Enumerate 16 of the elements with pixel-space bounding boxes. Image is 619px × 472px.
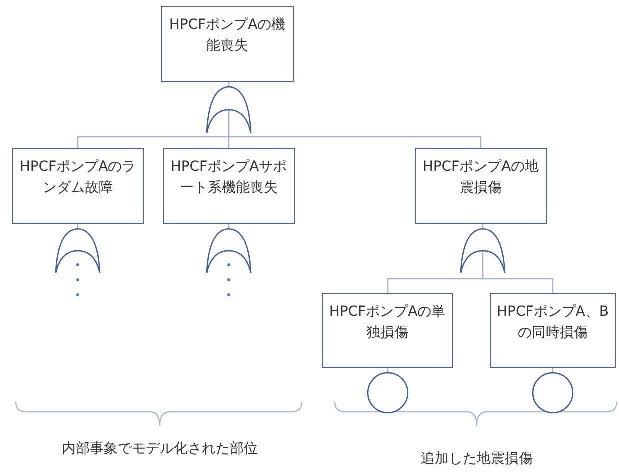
or-gate xyxy=(460,228,506,274)
or-gate xyxy=(55,228,101,274)
group-label: 追加した地震損傷 xyxy=(421,450,533,468)
basic-event-circle xyxy=(532,372,574,414)
connector-line xyxy=(228,110,482,148)
basic-event-circle xyxy=(367,372,409,414)
event-box: HPCFポンプAの単独損傷 xyxy=(322,293,453,368)
or-gate xyxy=(206,86,252,134)
event-box: HPCFポンプAのランダム故障 xyxy=(12,148,144,224)
event-box: HPCFポンプA、Bの同時損傷 xyxy=(490,293,616,368)
event-box: HPCFポンプAの地震損傷 xyxy=(415,148,547,224)
event-box: HPCFポンプAサポート系機能喪失 xyxy=(163,148,295,224)
or-gate xyxy=(206,228,252,274)
group-label: 内部事象でモデル化された部位 xyxy=(62,440,258,458)
event-box: HPCFポンプAの機能喪失 xyxy=(161,6,294,82)
connector-line xyxy=(482,251,554,293)
